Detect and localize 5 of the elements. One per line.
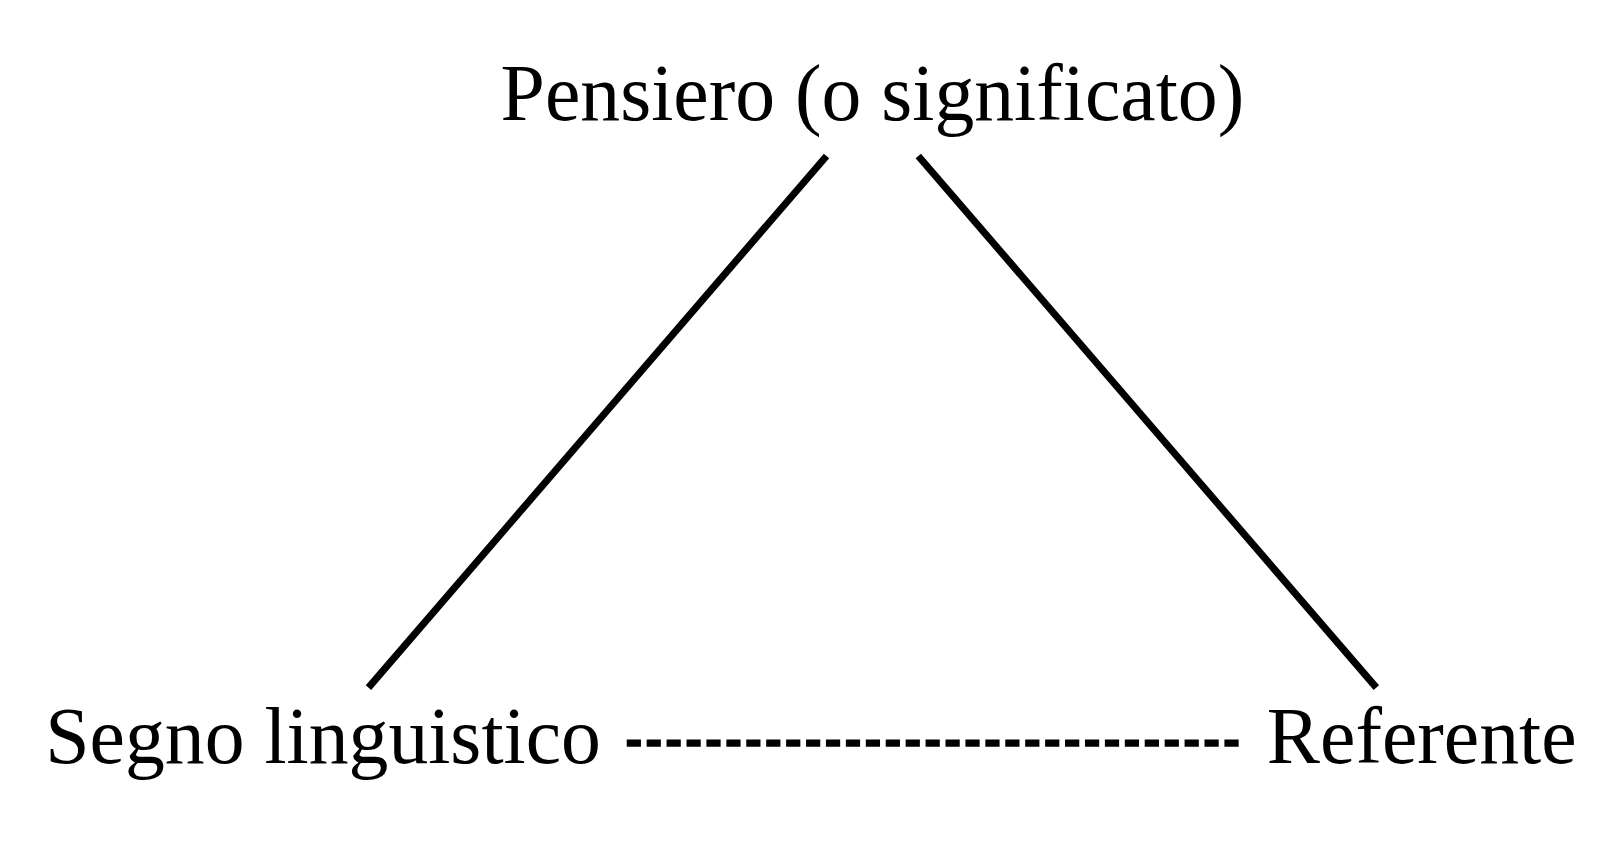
connector: [915, 153, 1380, 690]
node-text: Referente: [1266, 691, 1577, 780]
node-text: Pensiero (o significato): [500, 48, 1245, 137]
node-text: Segno linguistico: [45, 691, 601, 780]
connector: [365, 153, 830, 690]
